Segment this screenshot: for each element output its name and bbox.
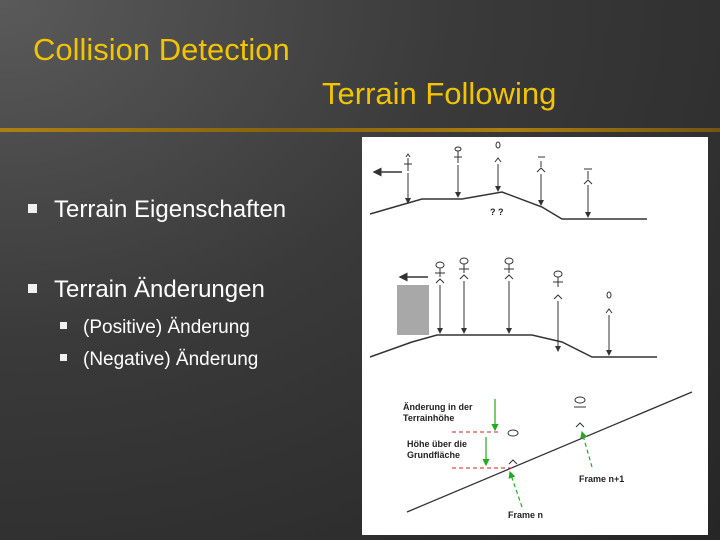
frame-n-pointer (508, 470, 523, 508)
title-divider (0, 128, 720, 132)
panel-terrain-changes (369, 257, 657, 358)
bullet-square-icon (60, 354, 67, 362)
label-change-line1: Änderung in der (403, 402, 473, 412)
figure-icon (553, 270, 563, 352)
bullet-square-icon (28, 284, 37, 294)
figure-icon (494, 141, 502, 192)
terrain-diagram: ? ? (369, 141, 693, 520)
figure-icon (507, 429, 519, 465)
subbullet-positive: (Positive) Änderung (60, 317, 250, 339)
bullet-square-icon (60, 322, 67, 330)
figure-icon (454, 146, 462, 198)
figure-icon (459, 257, 469, 334)
label-height-line2: Grundfläche (407, 450, 460, 460)
label-change-line2: Terrainhöhe (403, 413, 454, 423)
panel-height-detail: Änderung in der Terrainhöhe Höhe über di… (403, 391, 693, 520)
frame-n1-pointer (580, 430, 593, 468)
slide-title-line2: Terrain Following (322, 76, 557, 111)
subbullet-negative: (Negative) Änderung (60, 349, 258, 371)
figure-icon (583, 168, 593, 218)
label-frame-n: Frame n (508, 510, 543, 520)
terrain-line (369, 334, 657, 358)
label-frame-n1: Frame n+1 (579, 474, 624, 484)
question-marks: ? ? (490, 207, 504, 217)
terrain-figure: ? ? (362, 137, 708, 535)
slide-title-line1: Collision Detection (33, 32, 290, 67)
figure-icon (536, 156, 546, 206)
figure-icon (435, 261, 445, 334)
slope-line (406, 391, 693, 513)
bullet-terrain-eigenschaften: Terrain Eigenschaften (28, 196, 286, 224)
figure-icon (404, 153, 412, 204)
panel-terrain-properties: ? ? (369, 141, 647, 220)
figure-icon (574, 396, 586, 428)
bullet-square-icon (28, 204, 37, 214)
figure-icon (605, 291, 613, 356)
terrain-line (369, 191, 647, 220)
label-height-line1: Höhe über die (407, 439, 467, 449)
figure-icon (504, 257, 514, 334)
obstacle-block (397, 285, 429, 335)
bullet-terrain-aenderungen: Terrain Änderungen (28, 276, 265, 304)
